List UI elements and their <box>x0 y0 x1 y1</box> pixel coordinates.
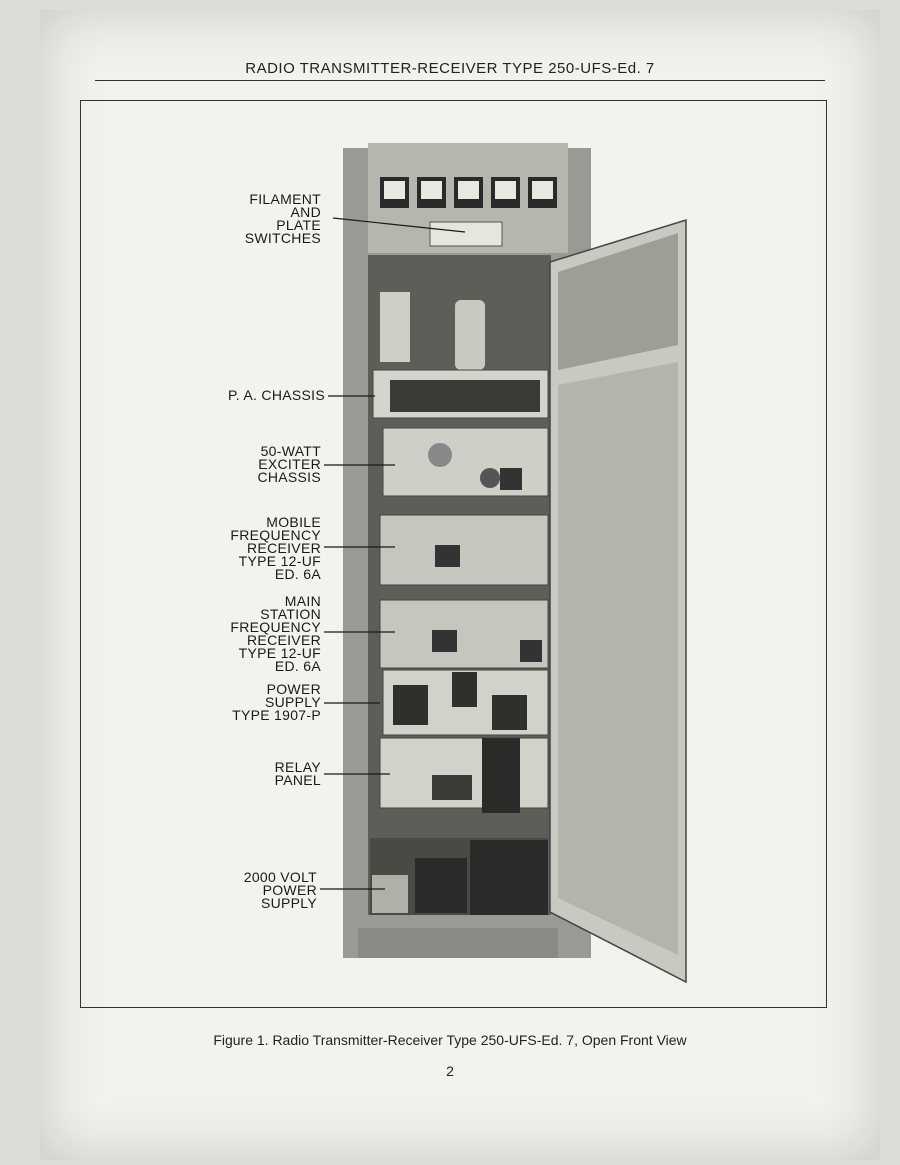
switch-plate <box>429 221 503 247</box>
figure-caption: Figure 1. Radio Transmitter-Receiver Typ… <box>213 1032 687 1048</box>
page-header-title: RADIO TRANSMITTER-RECEIVER TYPE 250-UFS-… <box>245 60 655 77</box>
meter-row <box>380 177 557 208</box>
figure-frame <box>80 100 827 1008</box>
callout-leaders <box>320 217 466 890</box>
exciter-chassis <box>382 427 549 497</box>
mobile-receiver-chassis <box>379 514 549 586</box>
cabinet-base <box>358 928 558 958</box>
header-rule <box>95 80 825 81</box>
page-number: 2 <box>446 1063 454 1079</box>
callout-pa-chassis: P. A. CHASSIS <box>227 387 325 403</box>
